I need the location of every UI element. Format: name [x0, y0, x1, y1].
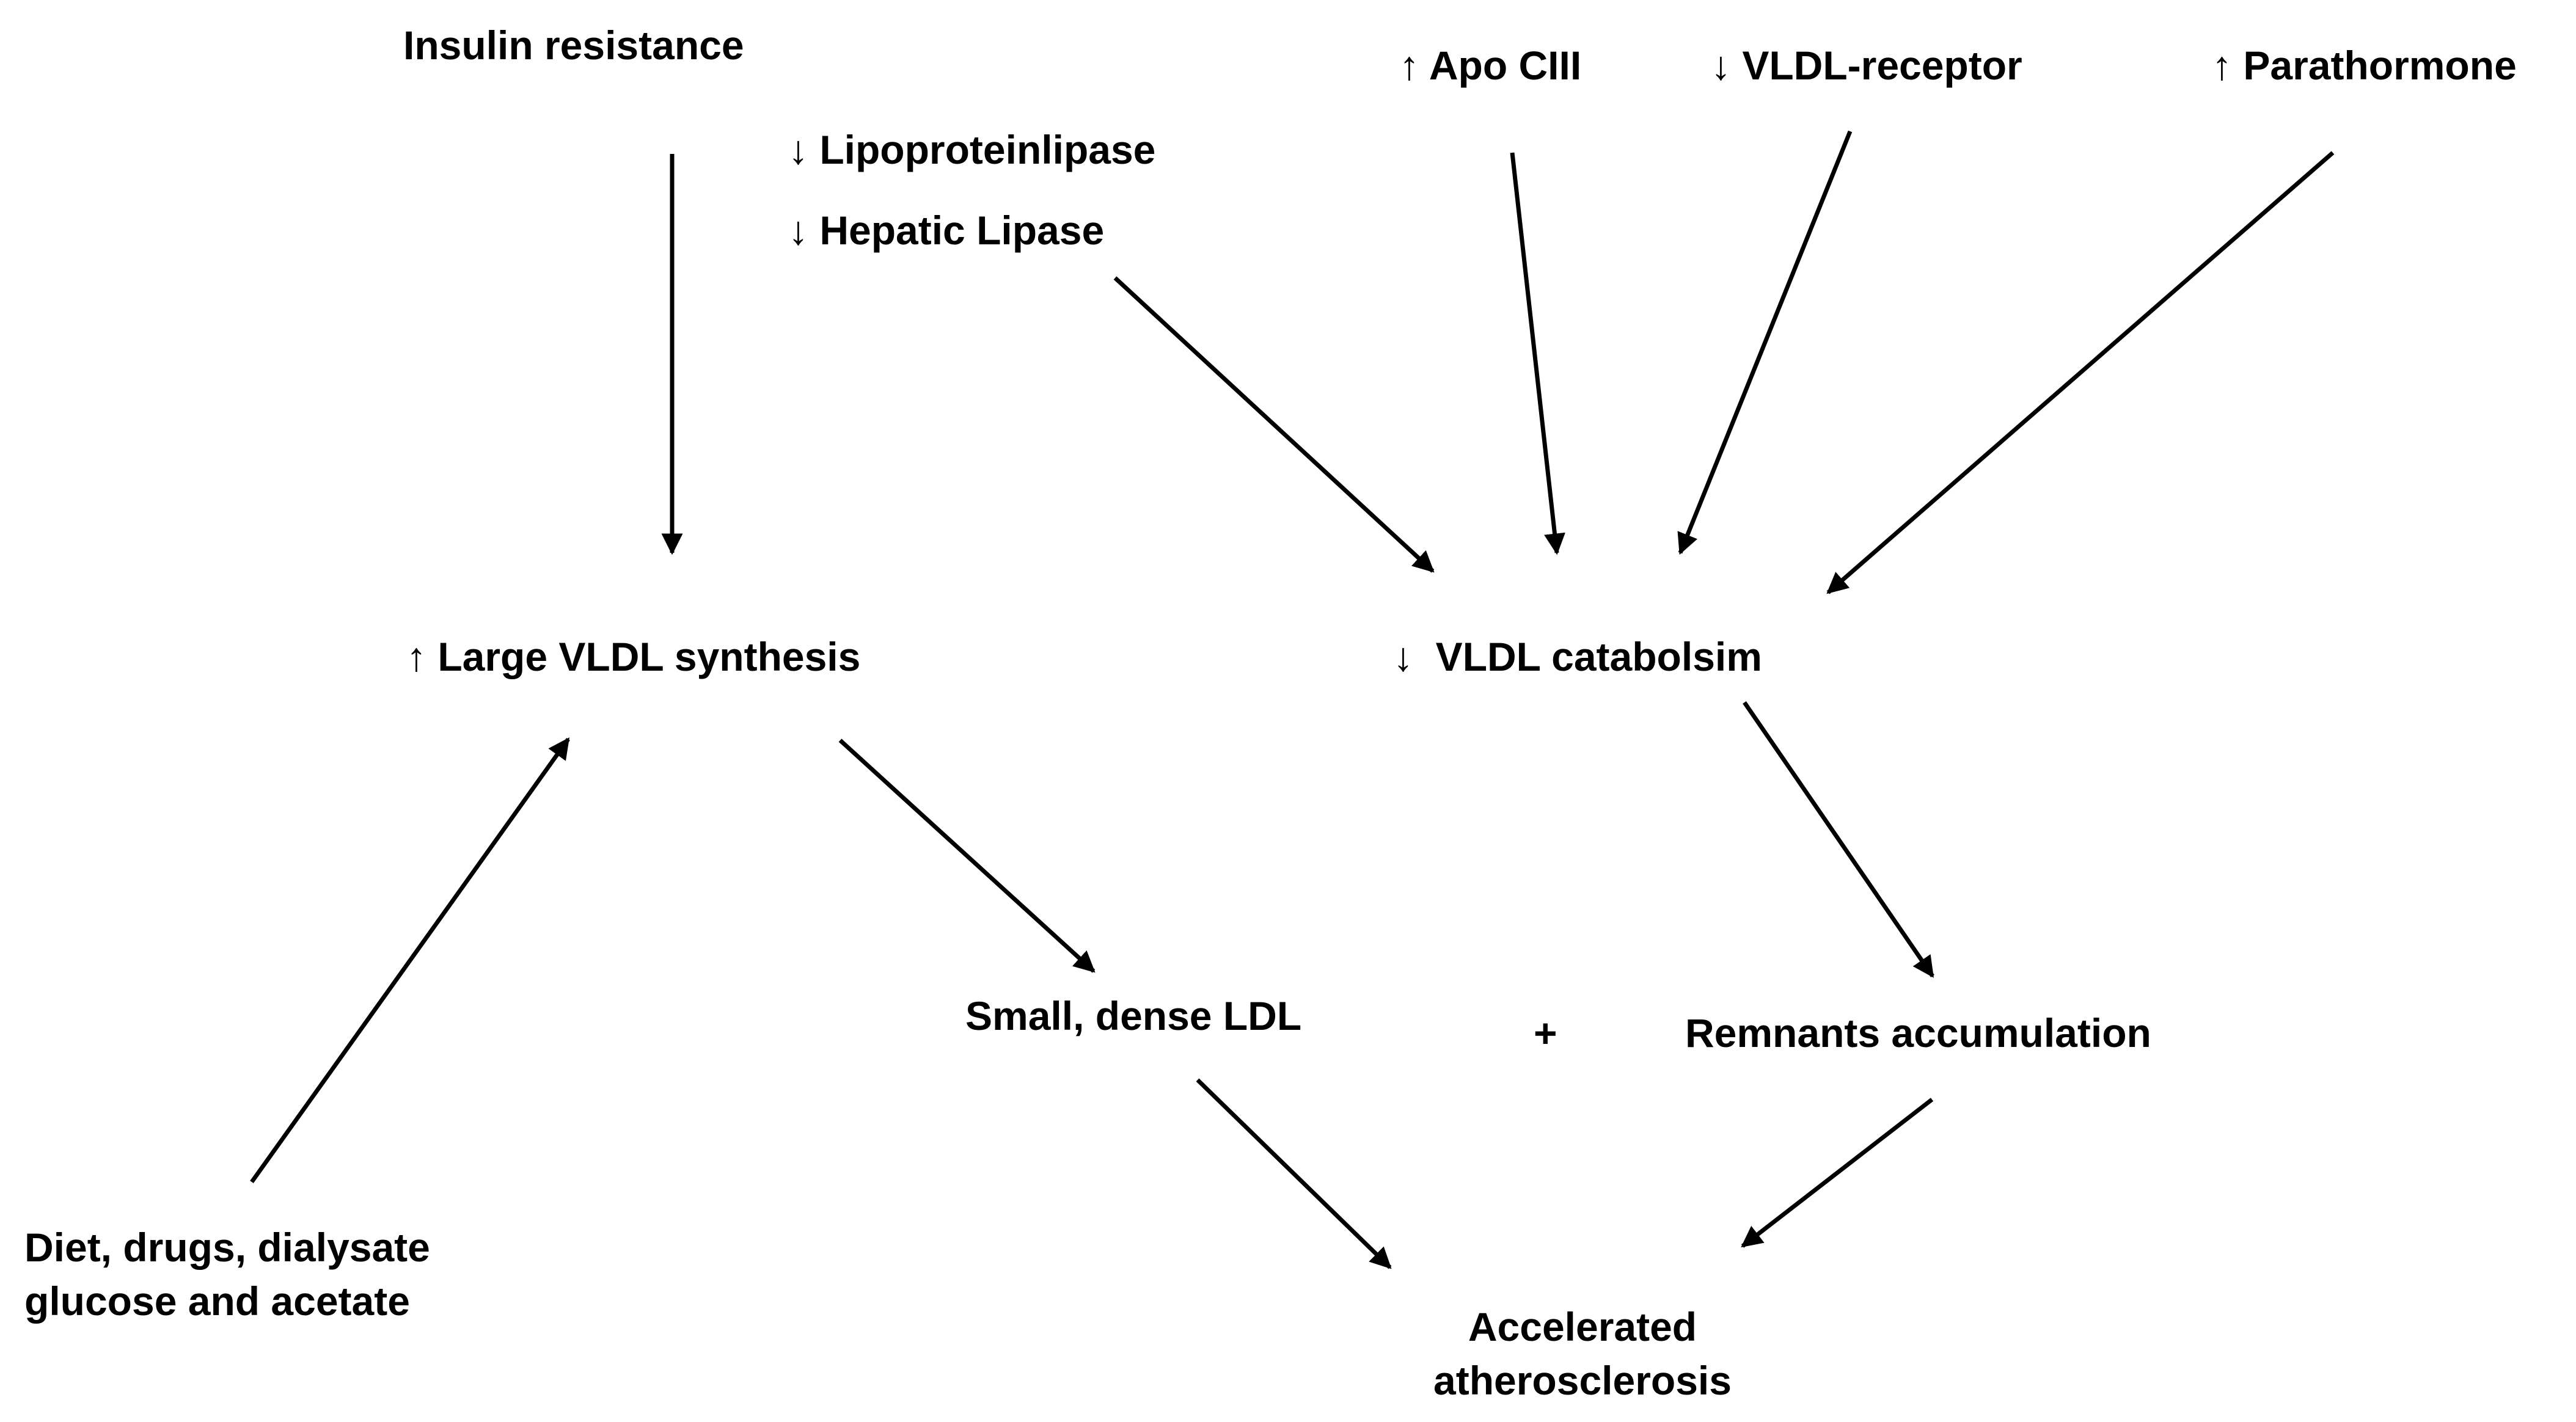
node-parathormone: ↑ Parathormone [2212, 43, 2517, 88]
arrow-diet-to-large-vldl [250, 737, 570, 1184]
node-small-dense-ldl: Small, dense LDL [965, 993, 1301, 1038]
node-vldl-receptor: ↓ VLDL-receptor [1711, 43, 2022, 88]
node-accelerated-line2: atherosclerosis [1433, 1358, 1732, 1403]
plus-sign: + [1534, 1010, 1557, 1056]
node-hepatic-lipase: ↓ Hepatic Lipase [788, 208, 1104, 253]
node-diet-line1: Diet, drugs, dialysate [24, 1225, 430, 1270]
arrow-vldl-receptor-to-vldl-catabolism [1677, 130, 1853, 555]
node-accelerated-line1: Accelerated [1468, 1304, 1697, 1349]
arrow-vldl-catabolism-to-remnants [1743, 701, 1934, 978]
node-apo-ciii: ↑ Apo CIII [1399, 43, 1581, 88]
node-diet-line2: glucose and acetate [24, 1278, 410, 1324]
node-vldl-catabolism: ↓ VLDL catabolsim [1393, 634, 1762, 679]
arrow-remnants-to-atherosclerosis [1741, 1098, 1934, 1248]
arrow-parathormone-to-vldl-catabolism [1826, 151, 2335, 594]
arrow-apo-ciii-to-vldl-catabolism [1510, 152, 1565, 555]
node-remnants-accumulation: Remnants accumulation [1685, 1010, 2151, 1056]
node-large-vldl-synthesis: ↑ Large VLDL synthesis [406, 634, 860, 679]
node-insulin-resistance: Insulin resistance [403, 23, 744, 68]
arrow-small-ldl-to-atherosclerosis [1196, 1078, 1392, 1269]
arrow-hepatic-lipase-to-vldl-catabolism [1113, 276, 1435, 573]
node-lipoproteinlipase: ↓ Lipoproteinlipase [788, 127, 1155, 172]
arrow-large-vldl-to-small-ldl [838, 738, 1096, 973]
